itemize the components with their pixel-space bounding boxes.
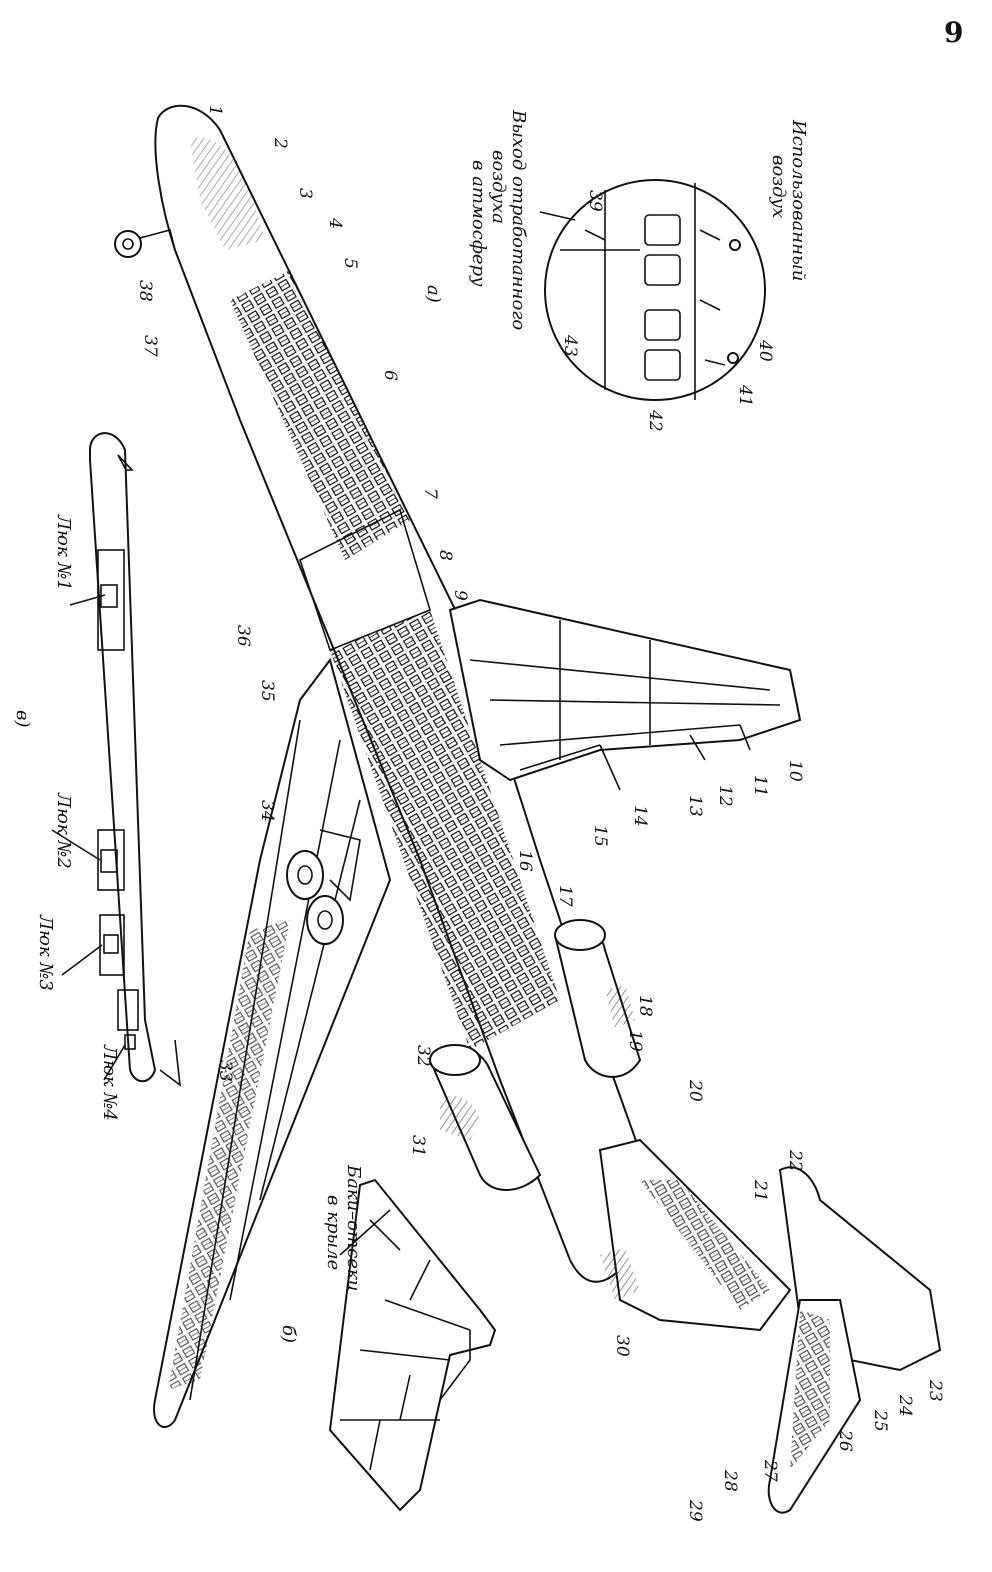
callout-42: 42 — [645, 409, 665, 432]
callout-28: 28 — [720, 1469, 740, 1492]
callout-18: 18 — [635, 995, 655, 1017]
used-air-note: Использованный воздух — [768, 119, 809, 281]
page-number: 9 — [944, 16, 963, 49]
callout-24: 24 — [895, 1394, 915, 1417]
cockpit-cutaway — [190, 137, 265, 250]
callout-4: 4 — [325, 217, 345, 229]
callout-41: 41 — [735, 384, 755, 407]
callout-29: 29 — [685, 1499, 705, 1522]
aircraft-cutaway — [114, 104, 942, 1514]
fuel-tanks-note: Баки–отсеки в крыле — [323, 1164, 391, 1291]
svg-text:в атмосферу: в атмосферу — [468, 160, 489, 287]
callout-19: 19 — [625, 1030, 645, 1052]
callout-43: 43 — [560, 334, 580, 357]
callout-21: 21 — [750, 1179, 770, 1202]
callout-25: 25 — [870, 1409, 890, 1432]
rear-cabin-seats — [330, 610, 560, 1050]
wing-plan-view — [328, 1178, 497, 1512]
hatch-labels: Люк №1 Люк №2 Люк №3 Люк №4 — [35, 514, 126, 1121]
callout-9: 9 — [450, 590, 470, 601]
callout-14: 14 — [630, 805, 650, 827]
fuselage-cross-section — [539, 179, 766, 401]
callout-numbers: 1234567891011121314151617181920212223242… — [135, 105, 945, 1522]
vertical-fin-structure — [640, 1180, 770, 1310]
callout-2: 2 — [270, 137, 290, 149]
svg-text:Выход отработанного: Выход отработанного — [508, 109, 529, 330]
callout-33: 33 — [215, 1060, 235, 1082]
callout-34: 34 — [257, 800, 277, 822]
callout-39: 39 — [585, 190, 605, 212]
callout-12: 12 — [715, 785, 735, 807]
callout-23: 23 — [925, 1379, 945, 1402]
callout-1: 1 — [205, 105, 225, 116]
stabilizer-structure — [790, 1310, 830, 1470]
callout-27: 27 — [760, 1459, 780, 1482]
main-landing-gear — [286, 829, 361, 945]
callout-40: 40 — [755, 339, 775, 362]
callout-17: 17 — [555, 885, 575, 907]
callout-3: 3 — [295, 188, 315, 199]
left-engine — [428, 1044, 542, 1191]
callout-6: 6 — [380, 370, 400, 381]
svg-text:воздух: воздух — [768, 155, 789, 218]
callout-38: 38 — [135, 280, 155, 302]
hatch-4-label: Люк №4 — [99, 1044, 120, 1121]
callout-32: 32 — [413, 1045, 433, 1067]
galley-section — [299, 508, 431, 652]
callout-26: 26 — [835, 1429, 855, 1452]
right-wing — [448, 598, 802, 782]
callout-35: 35 — [257, 680, 277, 702]
right-engine — [553, 919, 642, 1078]
view-label-b: б) — [278, 1325, 299, 1343]
fuselage-side-view — [89, 432, 181, 1087]
view-label-v: в) — [12, 710, 33, 728]
right-wing-panels — [469, 620, 781, 760]
forward-cabin-seats — [230, 270, 410, 560]
view-label-a: а) — [423, 285, 444, 303]
hatch-2-label: Люк №2 — [53, 792, 74, 869]
svg-text:в крыле: в крыле — [323, 1195, 344, 1270]
callout-5: 5 — [340, 258, 360, 269]
callout-36: 36 — [233, 625, 253, 647]
svg-text:Баки–отсеки: Баки–отсеки — [343, 1164, 364, 1291]
left-wing-spars — [189, 719, 361, 1401]
hatch-1-label: Люк №1 — [53, 514, 74, 591]
callout-16: 16 — [515, 850, 535, 872]
callout-13: 13 — [685, 795, 705, 817]
svg-text:Использованный: Использованный — [788, 119, 809, 281]
callout-30: 30 — [612, 1335, 632, 1357]
callout-20: 20 — [685, 1079, 705, 1102]
callout-8: 8 — [435, 550, 455, 561]
nose-landing-gear — [114, 229, 176, 258]
callout-15: 15 — [590, 825, 610, 847]
callout-31: 31 — [408, 1135, 428, 1157]
hatch-3-label: Люк №3 — [35, 914, 56, 991]
callout-37: 37 — [140, 335, 160, 357]
callout-10: 10 — [785, 760, 805, 782]
callout-7: 7 — [420, 488, 440, 499]
exhaust-air-note: Выход отработанного воздуха в атмосферу — [468, 109, 529, 330]
rear-equipment-bay — [600, 1248, 640, 1300]
callout-11: 11 — [750, 775, 770, 797]
callout-22: 22 — [785, 1149, 805, 1172]
svg-text:воздуха: воздуха — [488, 150, 509, 224]
